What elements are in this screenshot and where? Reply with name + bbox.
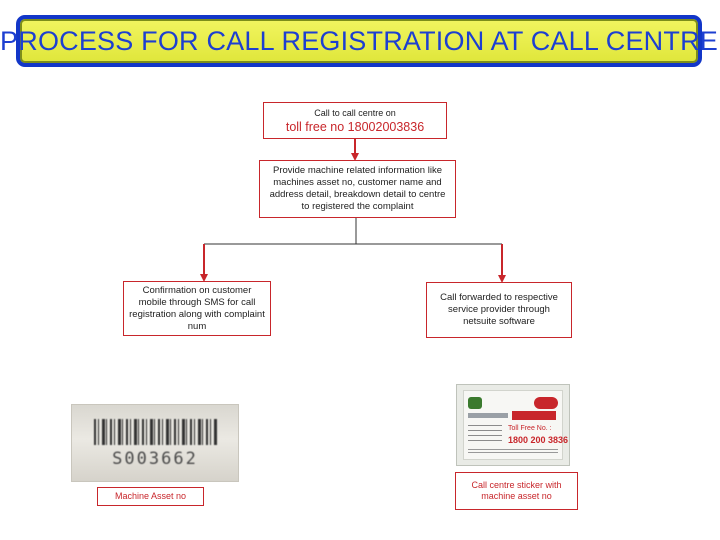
forward-call-text: Call forwarded to respective service pro… xyxy=(440,292,558,327)
sticker-footer-print xyxy=(468,449,558,455)
toll-free-number: toll free no 18002003836 xyxy=(285,119,425,134)
barcode-icon xyxy=(94,419,218,445)
sticker-fine-print xyxy=(468,425,502,445)
page-title: PROCESS FOR CALL REGISTRATION AT CALL CE… xyxy=(0,25,718,56)
step-sms-confirmation-box: Confirmation on customer mobile through … xyxy=(123,281,271,336)
call-centre-sticker-photo: Toll Free No. : 1800 200 3836 xyxy=(456,384,570,466)
brand-logo-icon xyxy=(468,397,482,409)
machine-asset-caption-text: Machine Asset no xyxy=(114,491,187,501)
sticker-toll-free-number: 1800 200 3836 xyxy=(508,435,569,445)
sms-confirmation-text: Confirmation on customer mobile through … xyxy=(129,284,265,332)
step-forward-call-box: Call forwarded to respective service pro… xyxy=(426,282,572,338)
sticker-caption-text: Call centre sticker with machine asset n… xyxy=(471,480,562,501)
sticker-card: Toll Free No. : 1800 200 3836 xyxy=(463,390,568,460)
step-call-centre-box: Call to call centre on toll free no 1800… xyxy=(263,102,447,139)
brand-logo-icon xyxy=(534,397,558,409)
sticker-caption: Call centre sticker with machine asset n… xyxy=(455,472,578,510)
sticker-asset-tag xyxy=(512,411,556,420)
step-provide-info-box: Provide machine related information like… xyxy=(259,160,456,218)
machine-asset-caption: Machine Asset no xyxy=(97,487,204,506)
sticker-strip xyxy=(468,413,508,418)
asset-code: S003662 xyxy=(112,449,198,469)
call-centre-line1: Call to call centre on xyxy=(314,107,396,118)
sticker-toll-free-label: Toll Free No. : xyxy=(508,425,552,432)
provide-info-text: Provide machine related information like… xyxy=(269,165,446,212)
barcode-label-photo: S003662 xyxy=(71,404,239,482)
title-banner: PROCESS FOR CALL REGISTRATION AT CALL CE… xyxy=(0,15,718,67)
